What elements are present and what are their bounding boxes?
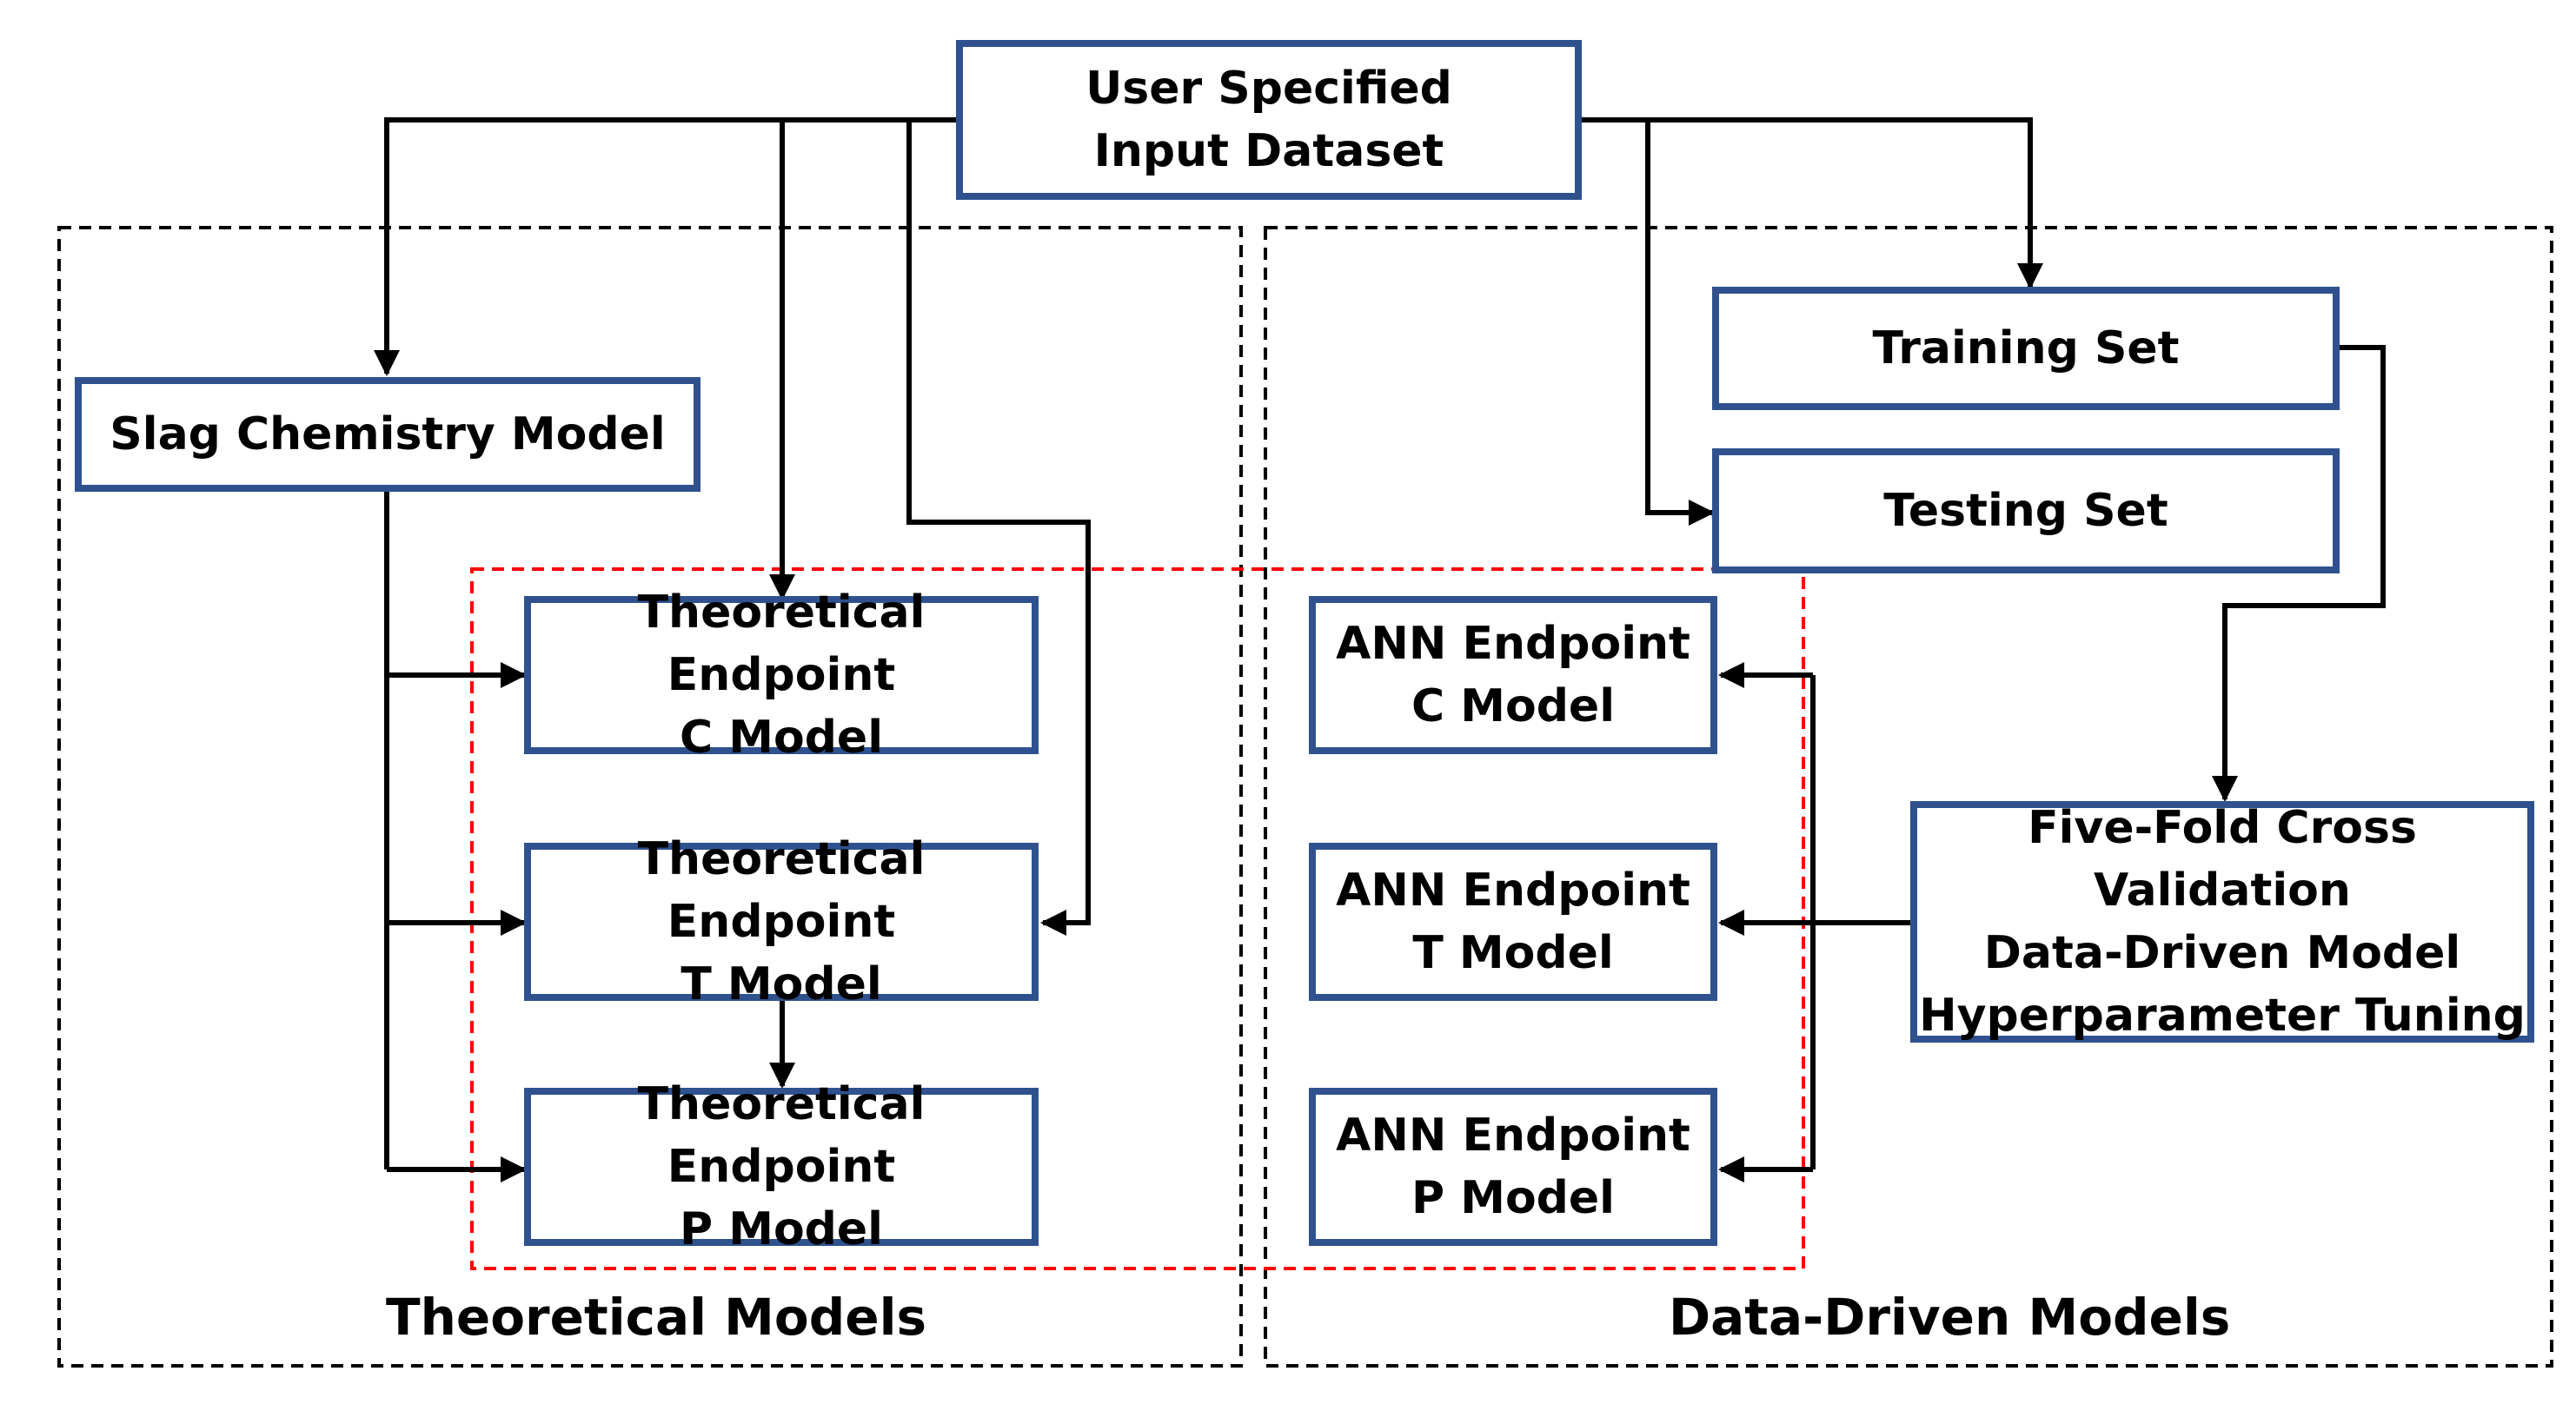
input-dataset-line-2: Input Dataset [1093, 125, 1444, 177]
arrow-input-to-training [1578, 117, 2043, 289]
cross-validation-box: Five-Fold Cross Validation Data-Driven M… [1910, 801, 2534, 1043]
theoretical-endpoint-c-line-2: C Model [679, 712, 884, 764]
ann-endpoint-t-model-box: ANN Endpoint T Model [1309, 843, 1717, 1001]
ann-endpoint-p-line-2: P Model [1411, 1172, 1615, 1224]
arrow-input-to-testing [1645, 120, 1715, 526]
data-driven-models-group-label: Data-Driven Models [1669, 1288, 2231, 1347]
theoretical-endpoint-t-model-box: Theoretical Endpoint T Model [524, 833, 1039, 1010]
theoretical-models-group-label: Theoretical Models [386, 1288, 926, 1347]
arrow-training-to-cv [2212, 345, 2386, 802]
theoretical-endpoint-p-line-1: Theoretical Endpoint [637, 1078, 926, 1193]
theoretical-models-group-frame [57, 226, 1243, 1368]
theoretical-endpoint-c-line-1: Theoretical Endpoint [637, 586, 926, 701]
ann-endpoint-p-line-1: ANN Endpoint [1336, 1110, 1690, 1162]
ann-endpoint-c-line-2: C Model [1411, 680, 1616, 732]
theoretical-endpoint-p-model-box: Theoretical Endpoint P Model [524, 1078, 1039, 1255]
endpoint-models-highlight-frame [470, 567, 1805, 1270]
ann-endpoint-t-line-2: T Model [1412, 927, 1614, 979]
theoretical-endpoint-c-model-box: Theoretical Endpoint C Model [524, 586, 1039, 764]
cross-validation-line-3: Hyperparameter Tuning [1919, 990, 2526, 1042]
slag-chemistry-model-label: Slag Chemistry Model [110, 408, 666, 460]
theoretical-endpoint-p-line-2: P Model [680, 1203, 883, 1255]
ann-endpoint-t-line-1: ANN Endpoint [1336, 864, 1690, 917]
theoretical-endpoint-t-line-1: Theoretical Endpoint [637, 833, 926, 948]
testing-set-box: Testing Set [1712, 448, 2340, 573]
input-dataset-box: User Specified Input Dataset [956, 40, 1582, 200]
arrow-input-to-theo-t [906, 120, 1091, 936]
arrow-input-to-slag [374, 117, 956, 376]
data-driven-models-group-frame [1264, 226, 2553, 1368]
theoretical-endpoint-t-line-2: T Model [681, 958, 882, 1010]
training-set-box: Training Set [1712, 287, 2340, 410]
ann-endpoint-c-model-box: ANN Endpoint C Model [1309, 596, 1717, 754]
ann-endpoint-p-model-box: ANN Endpoint P Model [1309, 1088, 1717, 1246]
ann-endpoint-c-line-1: ANN Endpoint [1336, 618, 1690, 670]
slag-chemistry-model-box: Slag Chemistry Model [75, 377, 700, 492]
training-set-label: Training Set [1872, 322, 2180, 374]
testing-set-label: Testing Set [1883, 485, 2168, 537]
input-dataset-line-1: User Specified [1086, 63, 1452, 115]
cross-validation-line-1: Five-Fold Cross Validation [2028, 802, 2417, 917]
cross-validation-line-2: Data-Driven Model [1983, 927, 2461, 979]
